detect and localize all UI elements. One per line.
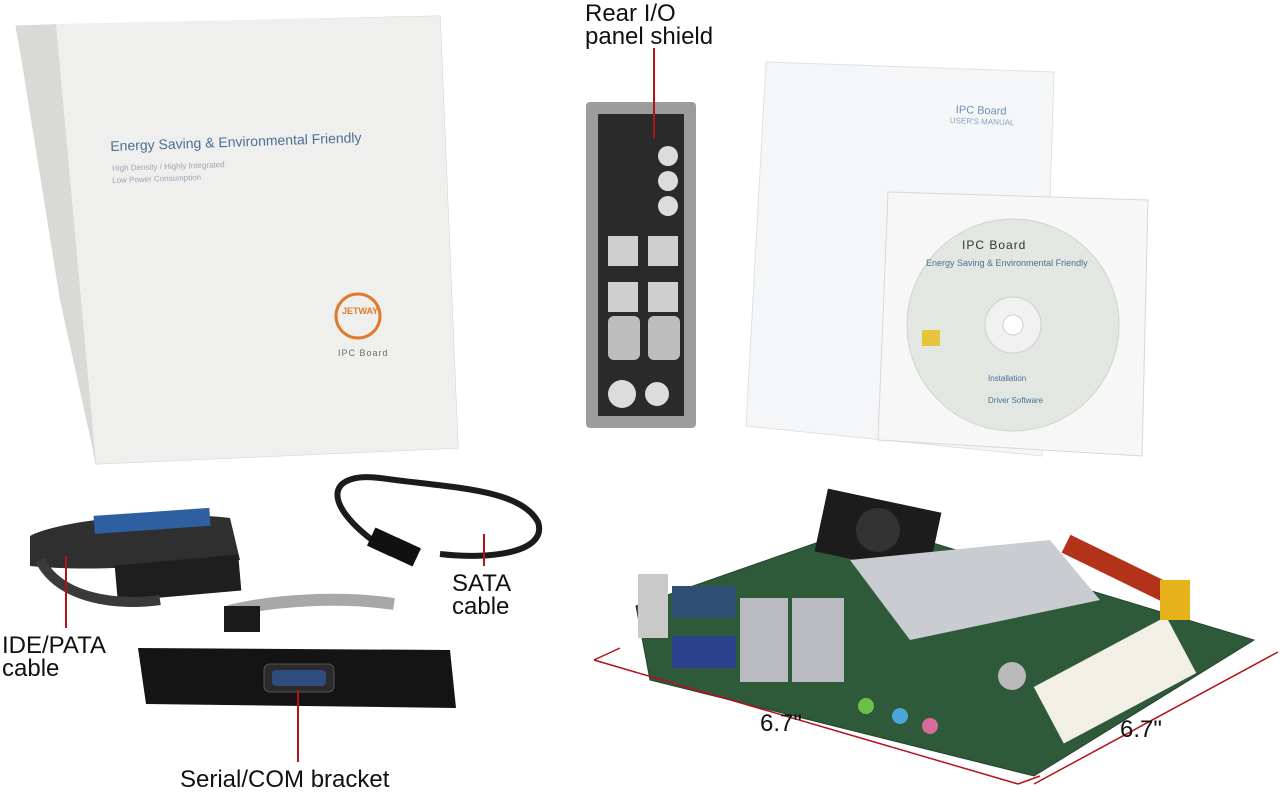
dimension-lines — [593, 647, 1279, 785]
io-shield-image — [586, 102, 696, 428]
driver-cd-image — [877, 191, 1149, 457]
cd-line-2: Driver Software — [988, 396, 1044, 405]
box-product: IPC Board — [338, 348, 389, 358]
sata-cable-label: SATA cable — [452, 570, 512, 620]
cd-title: IPC Board — [962, 238, 1027, 252]
jetway-logo-icon — [334, 292, 382, 340]
sata-cable-image — [334, 474, 543, 567]
cd-line-1: Installation — [988, 374, 1027, 383]
serial-bracket-image — [138, 593, 456, 708]
ide-cable-image — [30, 507, 242, 607]
io-shield-label: Rear I/O panel shield — [585, 0, 714, 50]
serial-bracket-label: Serial/COM bracket — [180, 766, 390, 793]
mainboard-image — [635, 488, 1256, 777]
cd-headline: Energy Saving & Environmental Friendly — [926, 258, 1088, 268]
board-width-label: 6.7" — [760, 710, 802, 737]
box-brand: JETWAY — [342, 306, 379, 316]
retail-box — [15, 15, 459, 465]
board-depth-label: 6.7" — [1120, 716, 1162, 743]
ide-cable-label: IDE/PATA cable — [2, 632, 107, 682]
